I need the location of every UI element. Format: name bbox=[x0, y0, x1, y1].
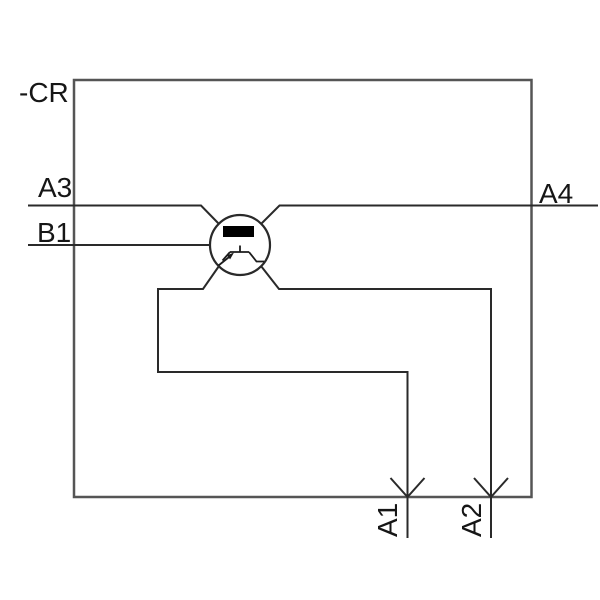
varistor-symbol-icon bbox=[217, 226, 264, 267]
terminal-label-b1: B1 bbox=[37, 217, 71, 248]
terminal-label-a1: A1 bbox=[372, 503, 403, 537]
arrowhead-a1-icon bbox=[389, 477, 426, 499]
wire-a3 bbox=[28, 204, 220, 225]
terminal-label-a4: A4 bbox=[539, 178, 573, 209]
resistor-block-icon bbox=[223, 226, 254, 237]
arrowhead-a2-icon bbox=[473, 477, 509, 499]
symbol-right-leg bbox=[248, 251, 264, 263]
terminal-label-a3: A3 bbox=[38, 172, 72, 203]
terminal-label-a2: A2 bbox=[456, 503, 487, 537]
enclosure-box bbox=[72, 78, 533, 499]
wire-a1 bbox=[157, 265, 409, 538]
wire-a2 bbox=[260, 265, 492, 538]
device-designation-label: -CR bbox=[19, 77, 69, 108]
wire-a4 bbox=[260, 204, 598, 225]
symbol-arrowhead-icon bbox=[226, 252, 234, 260]
symbol-left-leg bbox=[221, 251, 231, 262]
